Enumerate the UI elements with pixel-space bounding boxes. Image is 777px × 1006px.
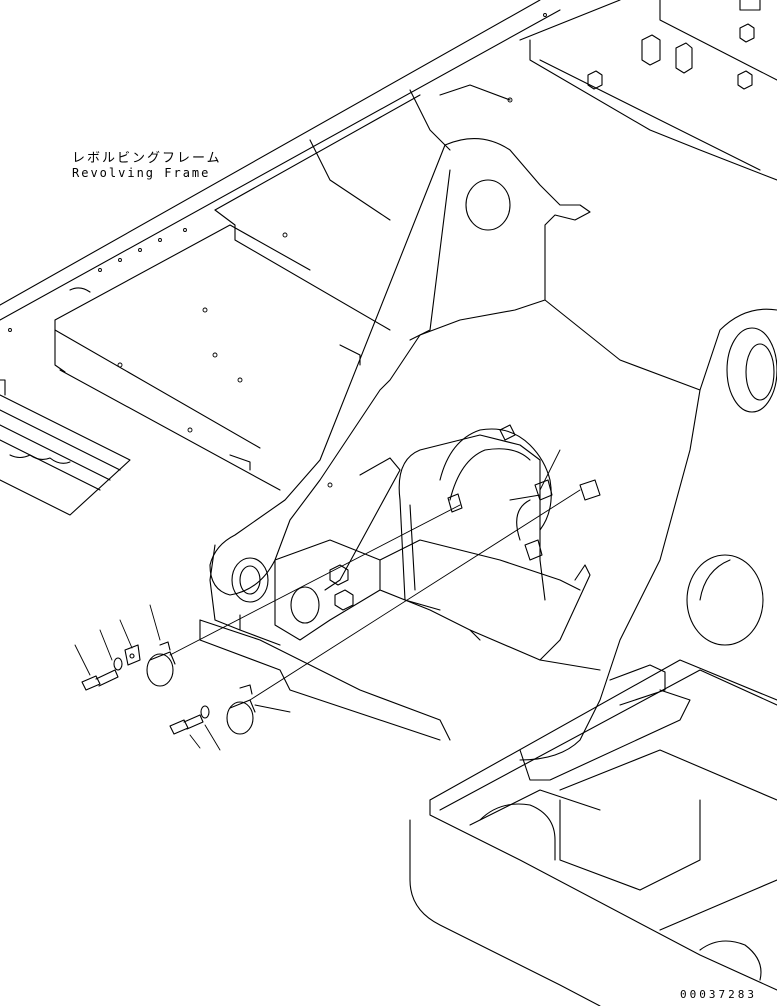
part-name-japanese: レボルビングフレーム [72,151,222,166]
exploded-bolt-1 [82,670,118,690]
exploded-bolt-2 [170,715,203,734]
exploded-washer-1 [114,658,122,670]
deck-bolt-holes [9,14,547,488]
part-name-english: Revolving Frame [72,166,211,180]
exploded-washer-2 [201,706,209,718]
exploded-cover-cap-1 [147,642,175,686]
document-id: 00037283 [680,988,757,1001]
boom-bracket-right-plate [520,300,777,760]
deck-blocks [588,0,760,89]
boom-bracket-left-plate [210,139,590,602]
bracket-lugs [330,565,353,610]
exploded-cover-cap-2 [227,685,255,734]
side-step [0,380,130,515]
leader-lines [75,450,580,750]
revolving-frame-deck [0,0,777,490]
exploded-bracket-1 [125,645,140,665]
track-frame [410,660,777,1006]
boom-bracket-base [200,540,600,740]
